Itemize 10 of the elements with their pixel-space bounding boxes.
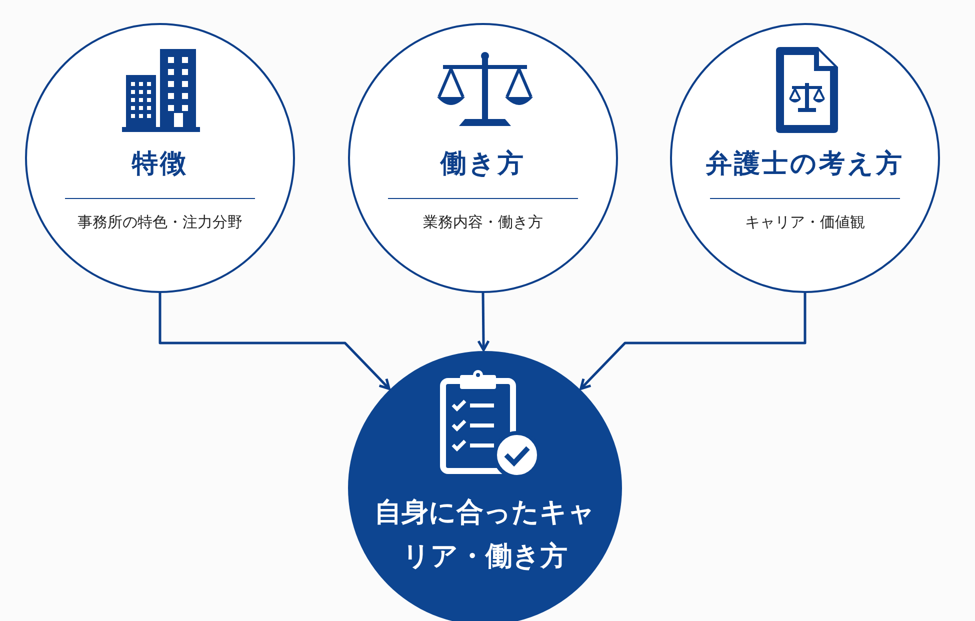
description: 事務所の特色・注力分野 <box>76 213 244 232</box>
heading: 弁護士の考え方 <box>705 148 905 181</box>
description: キャリア・価値観 <box>744 213 866 232</box>
arrow <box>477 292 490 352</box>
arrow <box>580 293 806 390</box>
heading: 働き方 <box>439 148 526 181</box>
heading: 特徴 <box>130 148 189 181</box>
arrow <box>158 293 390 390</box>
result-text: 自身に合ったキャリア・働き方 <box>374 496 596 574</box>
description: 業務内容・働き方 <box>422 213 544 232</box>
